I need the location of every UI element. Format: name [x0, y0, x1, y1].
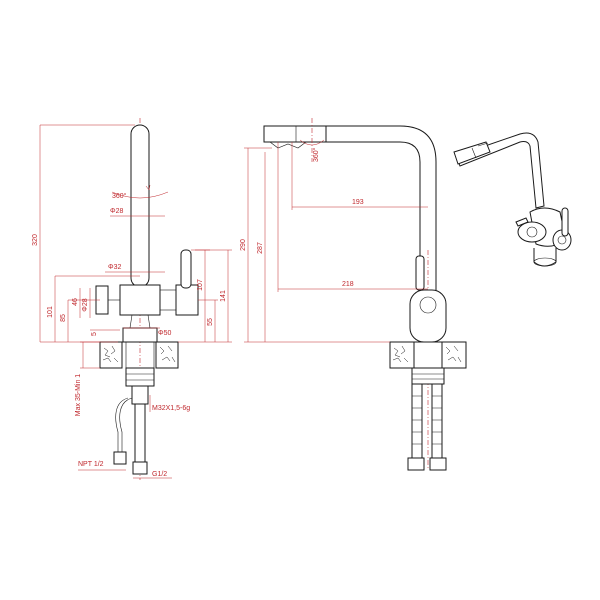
front-shank	[413, 341, 443, 369]
perspective-base	[533, 248, 557, 267]
front-dim-218: 218	[342, 281, 354, 288]
side-spout-tube	[130, 124, 150, 288]
front-dim-rotation: 360°	[312, 147, 320, 162]
side-dim-5: 5	[91, 332, 98, 336]
side-countertop-left	[99, 341, 123, 369]
side-view: 320 360° Φ28 Φ32 101 85 46 Φ28 5 Φ50	[32, 118, 232, 480]
perspective-view	[453, 132, 572, 267]
front-mixer-body	[409, 289, 447, 343]
side-mount-nut	[125, 367, 155, 387]
side-dim-rotation: 360°	[112, 192, 127, 200]
side-dim-spout-diameter: Φ28	[110, 208, 123, 215]
front-dim-193: 193	[352, 199, 364, 206]
side-dim-320: 320	[32, 234, 39, 246]
front-hose-right	[431, 383, 443, 459]
side-dim-deck-thickness: Max 35-Min 1	[75, 374, 82, 417]
side-dim-inlet-thread: G1/2	[152, 471, 167, 478]
front-dim-290: 290	[240, 239, 247, 251]
side-countertop-right	[155, 341, 179, 369]
front-hose-fitting-left	[407, 457, 425, 471]
perspective-right-lever	[561, 207, 569, 237]
side-dim-mount-thread: M32X1,5-6g	[152, 405, 190, 412]
side-dim-141: 141	[220, 290, 227, 302]
side-base-collar	[122, 327, 158, 343]
side-dim-107: 107	[197, 279, 204, 291]
side-dim-101: 101	[47, 306, 54, 318]
perspective-spout	[455, 132, 545, 209]
front-handle-lever	[415, 255, 425, 291]
side-hose	[119, 397, 133, 452]
side-thread-tail	[134, 403, 146, 463]
perspective-spray-head	[453, 141, 491, 165]
side-shank	[131, 385, 149, 405]
front-countertop-left	[389, 341, 415, 369]
front-hose-left	[411, 383, 423, 459]
front-countertop-right	[441, 341, 467, 369]
front-dim-287: 287	[257, 242, 264, 254]
side-dim-55: 55	[207, 318, 214, 326]
side-mixer-body	[119, 284, 161, 316]
side-dim-lever-diameter: Φ28	[82, 298, 89, 311]
side-dim-hose-thread: NPT 1/2	[78, 461, 104, 468]
side-handle-arm	[175, 284, 199, 316]
front-view: 360° 193 218 290	[240, 118, 467, 471]
front-mount-nut	[411, 367, 445, 385]
side-dim-base-diameter: Φ50	[158, 330, 171, 337]
side-dim-85: 85	[60, 314, 67, 322]
front-spray-head	[263, 125, 327, 143]
side-inlet-fitting	[132, 461, 148, 475]
side-hose-fitting	[113, 451, 127, 465]
side-handle-lever	[180, 249, 192, 289]
perspective-left-lever	[515, 217, 529, 227]
front-hose-fitting-right	[429, 457, 447, 471]
side-dim-46: 46	[72, 298, 79, 306]
side-dim-handle-diameter: Φ32	[108, 264, 121, 271]
